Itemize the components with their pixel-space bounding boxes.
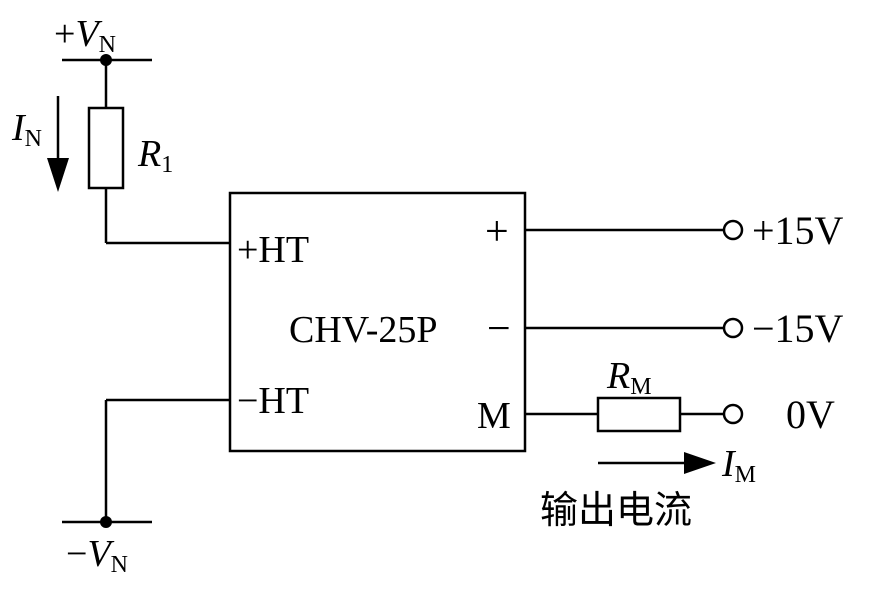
arrow-right-icon bbox=[684, 452, 716, 474]
negative-supply-sign: − bbox=[66, 533, 87, 575]
pin-m-label: M bbox=[477, 395, 511, 437]
positive-supply-symbol: V bbox=[75, 13, 102, 55]
svg-text:+VN: +VN bbox=[54, 13, 116, 58]
positive-supply-subscript: N bbox=[99, 32, 116, 58]
negative-supply-subscript: N bbox=[111, 552, 128, 578]
arrow-down-icon bbox=[47, 158, 69, 192]
output-current-caption: 输出电流 bbox=[540, 488, 692, 532]
sensor-box bbox=[228, 191, 527, 453]
pin-plus-label: + bbox=[485, 209, 509, 255]
output-plus15-label: +15V bbox=[752, 208, 844, 253]
resistor-r1-label: R1 bbox=[137, 133, 173, 178]
pin-minus-label: − bbox=[487, 306, 511, 352]
terminal-plus15 bbox=[722, 219, 744, 241]
pin-plus-ht-label: +HT bbox=[237, 229, 309, 271]
terminal-minus15 bbox=[722, 317, 744, 339]
sensor-model-label: CHV-25P bbox=[289, 309, 438, 351]
output-current-arrow bbox=[598, 452, 716, 474]
negative-supply-symbol: V bbox=[87, 533, 114, 575]
resistor-r1 bbox=[87, 106, 125, 190]
positive-supply-sign: + bbox=[54, 13, 75, 55]
output-minus15-label: −15V bbox=[752, 306, 844, 351]
output-current-label: IM bbox=[721, 443, 756, 488]
negative-supply: −VN bbox=[62, 516, 152, 578]
positive-supply: +VN bbox=[54, 13, 152, 66]
negative-supply-node bbox=[100, 516, 112, 528]
resistor-rm-label: RM bbox=[606, 355, 652, 400]
svg-text:−VN: −VN bbox=[66, 533, 128, 578]
output-zero-label: 0V bbox=[786, 392, 835, 437]
input-current-arrow bbox=[47, 96, 69, 192]
input-current-label: IN bbox=[11, 107, 42, 152]
resistor-rm bbox=[596, 396, 682, 433]
pin-minus-ht-label: −HT bbox=[237, 380, 309, 422]
terminal-zero bbox=[722, 403, 744, 425]
